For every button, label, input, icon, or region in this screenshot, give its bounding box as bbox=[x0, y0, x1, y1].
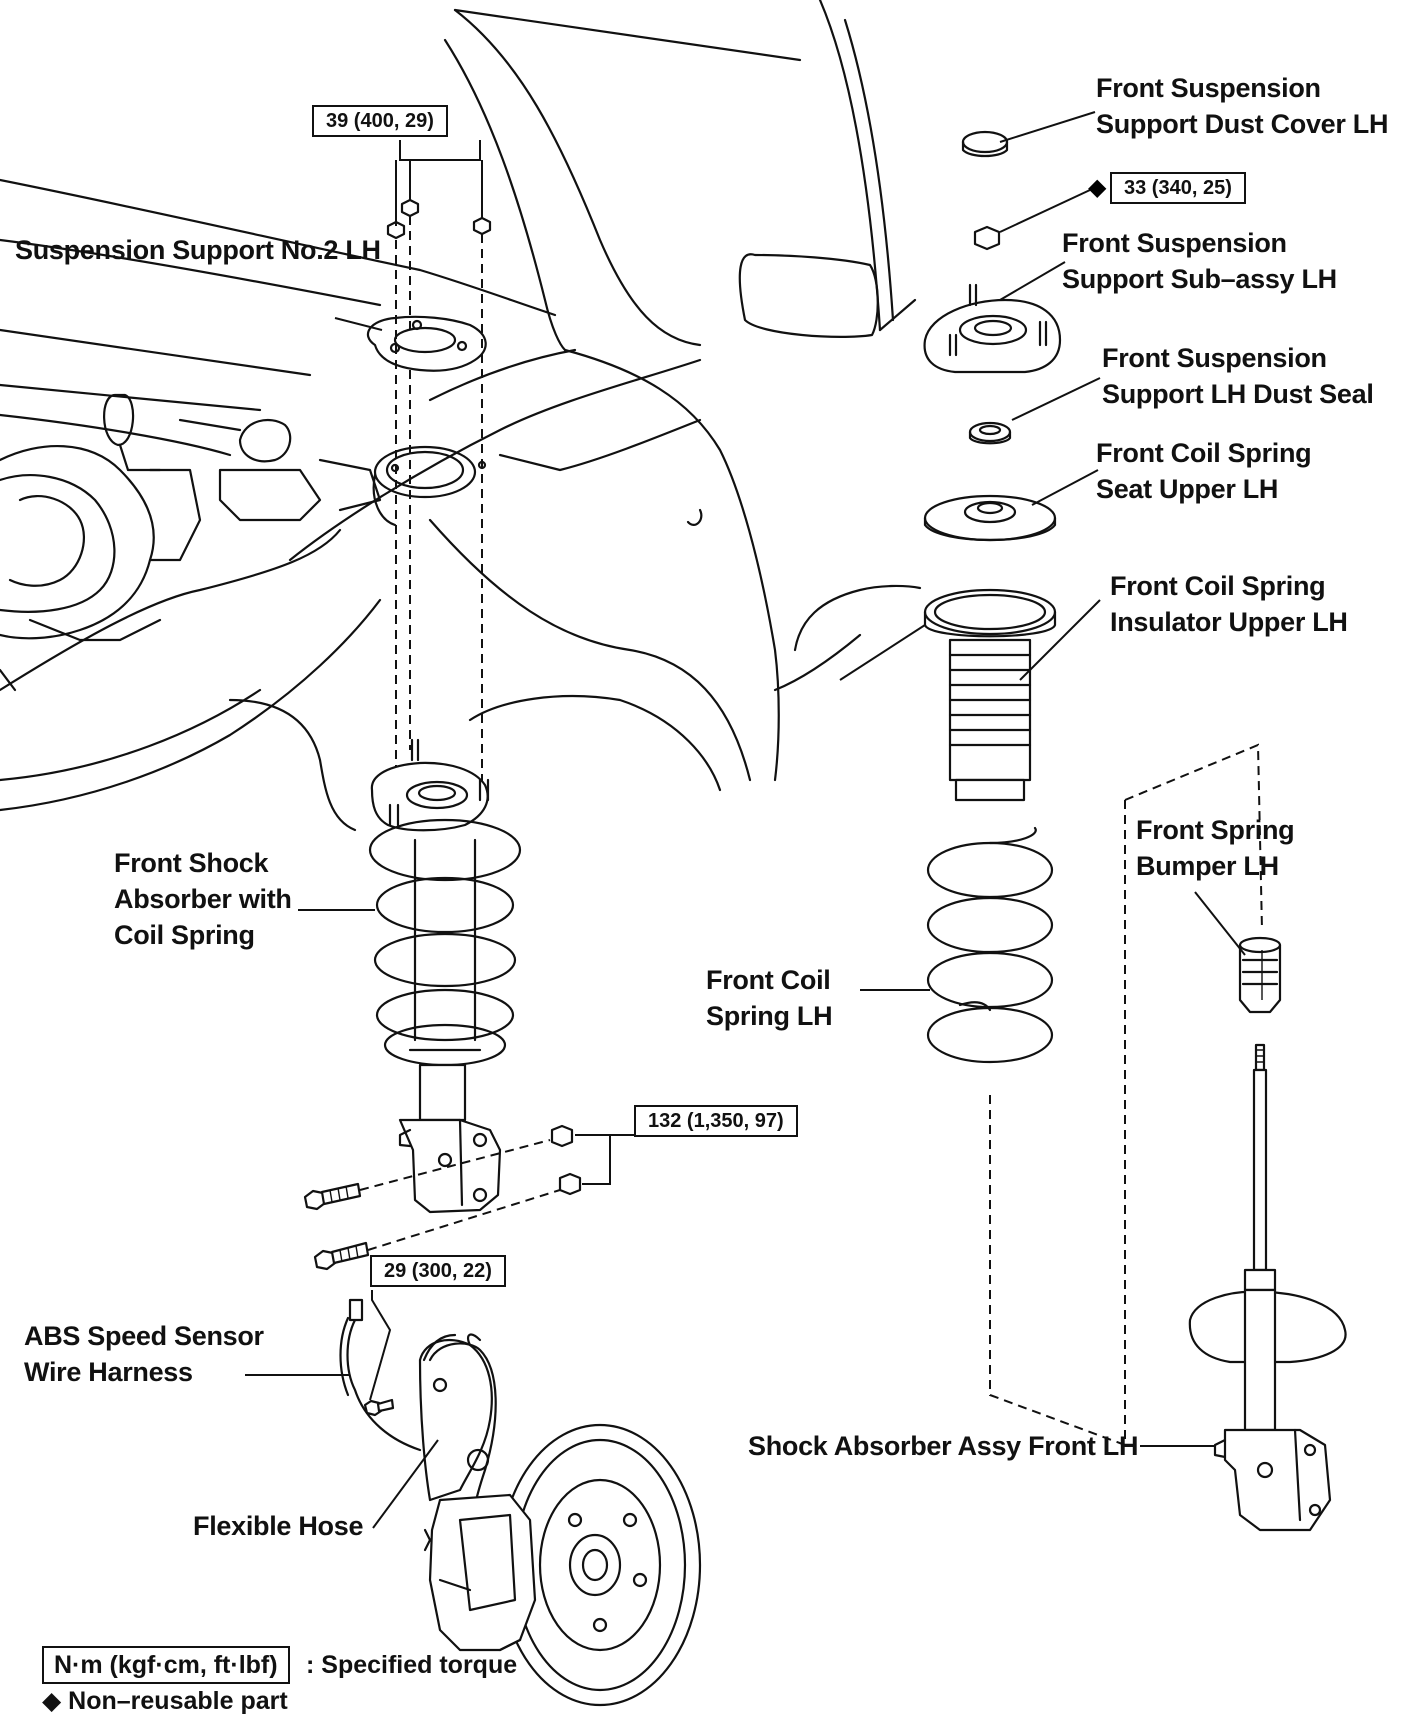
label-spring-seat: Front Coil Spring Seat Upper LH bbox=[1096, 438, 1312, 504]
torque-29: 29 (300, 22) bbox=[370, 1255, 506, 1287]
label-spring-bumper: Front Spring Bumper LH bbox=[1136, 815, 1295, 881]
nonreusable-marker: ◆ bbox=[1088, 173, 1107, 201]
insulator-boot-part bbox=[923, 588, 1057, 802]
label-coil-spring: Front Coil Spring LH bbox=[706, 965, 833, 1031]
torque-132: 132 (1,350, 97) bbox=[634, 1105, 798, 1137]
torque-33: 33 (340, 25) bbox=[1110, 172, 1246, 204]
label-insulator: Front Coil Spring Insulator Upper LH bbox=[1110, 571, 1348, 637]
suspension-support-no2-part bbox=[367, 315, 487, 372]
lower-bolts bbox=[303, 1124, 640, 1271]
label-support-subassy: Front Suspension Support Sub–assy LH bbox=[1062, 228, 1337, 294]
assembly-lines-right bbox=[989, 743, 1263, 1447]
label-dust-seal: Front Suspension Support LH Dust Seal bbox=[1102, 343, 1374, 409]
spring-bumper-part bbox=[1238, 936, 1282, 1014]
coil-spring-part bbox=[926, 826, 1054, 1064]
label-dust-cover: Front Suspension Support Dust Cover LH bbox=[1096, 73, 1389, 139]
spring-seat-part bbox=[923, 494, 1057, 542]
legend-nonreusable: ◆ Non–reusable part bbox=[42, 1687, 288, 1715]
leader-lines bbox=[245, 111, 1246, 1529]
label-suspension-support-no2: Suspension Support No.2 LH bbox=[15, 235, 381, 265]
shock-absorber-assy-part bbox=[1188, 1043, 1347, 1532]
support-nut-part bbox=[973, 225, 1001, 251]
strut-tower-mount bbox=[372, 445, 487, 527]
assembly-lines-left bbox=[395, 216, 483, 790]
support-subassy-part bbox=[923, 283, 1062, 374]
legend-unit-text: : Specified torque bbox=[306, 1651, 518, 1679]
knuckle-brake-assembly bbox=[339, 1290, 702, 1707]
label-shock-with-coil: Front Shock Absorber with Coil Spring bbox=[114, 848, 292, 950]
torque-39: 39 (400, 29) bbox=[312, 105, 448, 137]
vehicle-body bbox=[0, 0, 922, 832]
shock-absorber-with-coil-spring-part bbox=[368, 738, 522, 1214]
dust-seal-part bbox=[968, 421, 1012, 445]
label-abs-harness: ABS Speed Sensor Wire Harness bbox=[24, 1321, 264, 1387]
dust-cover-part bbox=[961, 130, 1009, 158]
mount-nuts bbox=[386, 140, 492, 240]
legend-unit-box: N·m (kgf·cm, ft·lbf) bbox=[42, 1646, 290, 1684]
label-shock-assy: Shock Absorber Assy Front LH bbox=[748, 1431, 1139, 1461]
label-flexible-hose: Flexible Hose bbox=[193, 1511, 364, 1541]
